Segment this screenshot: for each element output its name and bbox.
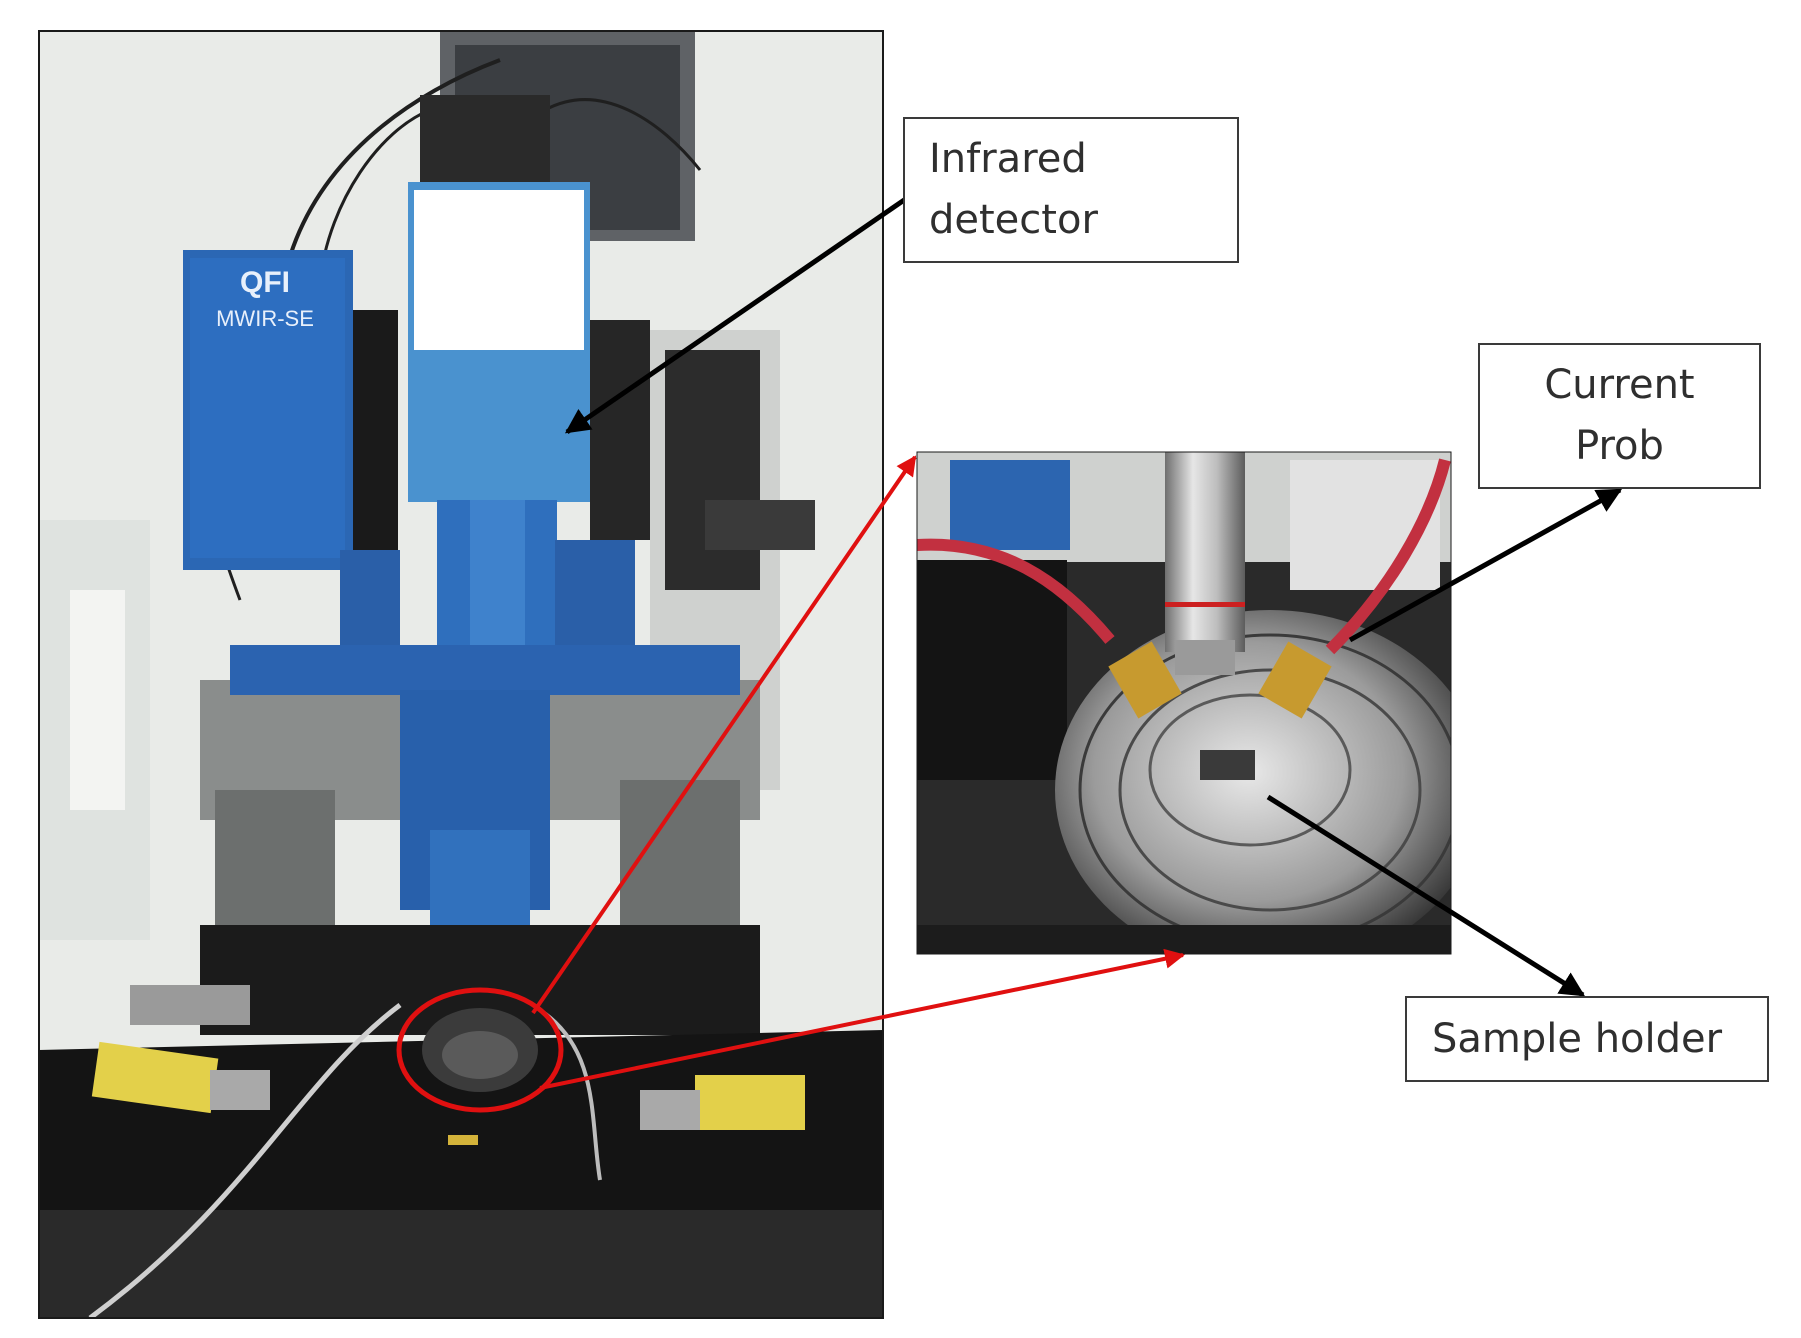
zoom-inset-photo [917, 452, 1451, 954]
current-probe-callout: Current Prob [1478, 343, 1761, 489]
infrared-detector-callout: Infrared detector [903, 117, 1239, 263]
infrared-detector-label-line1: Infrared [929, 136, 1087, 182]
zoom-source-ellipse [396, 987, 564, 1113]
sample-holder-callout: Sample holder [1405, 996, 1769, 1082]
current-probe-leader-arrow [1348, 487, 1623, 643]
qfi-model-text: MWIR-SE [216, 306, 314, 331]
current-probe-label-line2: Prob [1575, 423, 1664, 469]
qfi-badge-text: QFI [240, 266, 290, 299]
current-probe-label-line1: Current [1544, 362, 1695, 408]
sample-holder-leader-arrow [1266, 794, 1586, 998]
zoom-arrow-upper [531, 455, 917, 1015]
infrared-detector-leader-arrow [564, 193, 912, 435]
setup-photo-frame [38, 30, 884, 1319]
sample-holder-label: Sample holder [1432, 1016, 1723, 1062]
infrared-detector-label-line2: detector [929, 197, 1098, 243]
zoom-arrow-lower [539, 948, 1185, 1090]
setup-photo [39, 31, 883, 1318]
